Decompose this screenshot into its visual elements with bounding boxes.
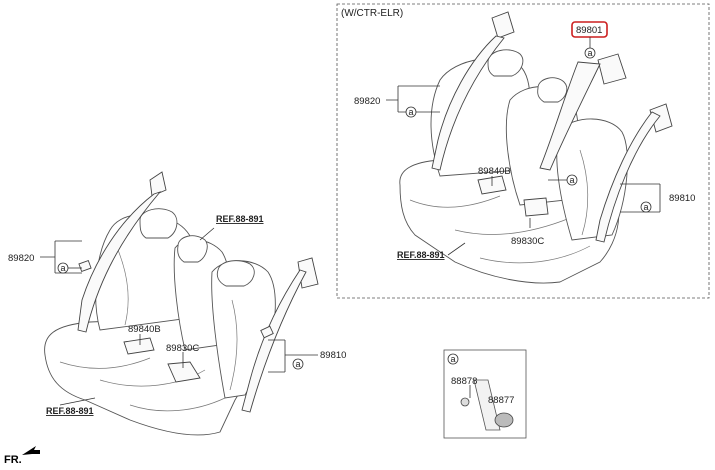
label-left-89830c: 89830C [166,343,199,354]
inset-frame [336,3,710,299]
label-inset-ref: REF.88-891 [397,250,445,260]
cap-88877 [494,412,514,428]
label-inset-89820: 89820 [354,96,380,107]
rear-seat-assembly-main [44,171,319,436]
rear-seat-assembly-inset [399,11,673,284]
callout-a-left-upper: a [61,263,66,273]
detail-a-frame [443,349,527,439]
callout-a-inset-right: a [644,202,649,212]
left-callouts [40,227,318,406]
label-left-89840b: 89840B [128,324,161,335]
label-left-89820: 89820 [8,253,34,264]
callout-a-inset-left: a [409,107,414,117]
label-inset-89801: 89801 [576,25,602,36]
label-inset-89830c: 89830C [511,236,544,247]
label-left-ref-bottom: REF.88-891 [46,406,94,416]
clip-88878 [460,397,470,407]
front-arrow-icon [22,446,40,455]
label-inset-89810: 89810 [669,193,695,204]
label-left-89810: 89810 [320,350,346,361]
detail-a-letter: a [451,354,456,364]
callout-a-inset-top: a [588,48,593,58]
label-left-ref-top: REF.88-891 [216,214,264,224]
label-inset-89840b: 89840B [478,166,511,177]
label-detail-88877: 88877 [488,395,514,406]
callout-a-left-lower: a [296,359,301,369]
inset-header: (W/CTR-ELR) [341,8,403,19]
front-direction-label: FR. [4,454,22,466]
callout-a-inset-middle: a [570,175,575,185]
inset-callouts [386,37,661,256]
part-89801-highlight-box [571,21,608,38]
label-detail-88878: 88878 [451,376,477,387]
detail-a-parts [460,379,514,431]
